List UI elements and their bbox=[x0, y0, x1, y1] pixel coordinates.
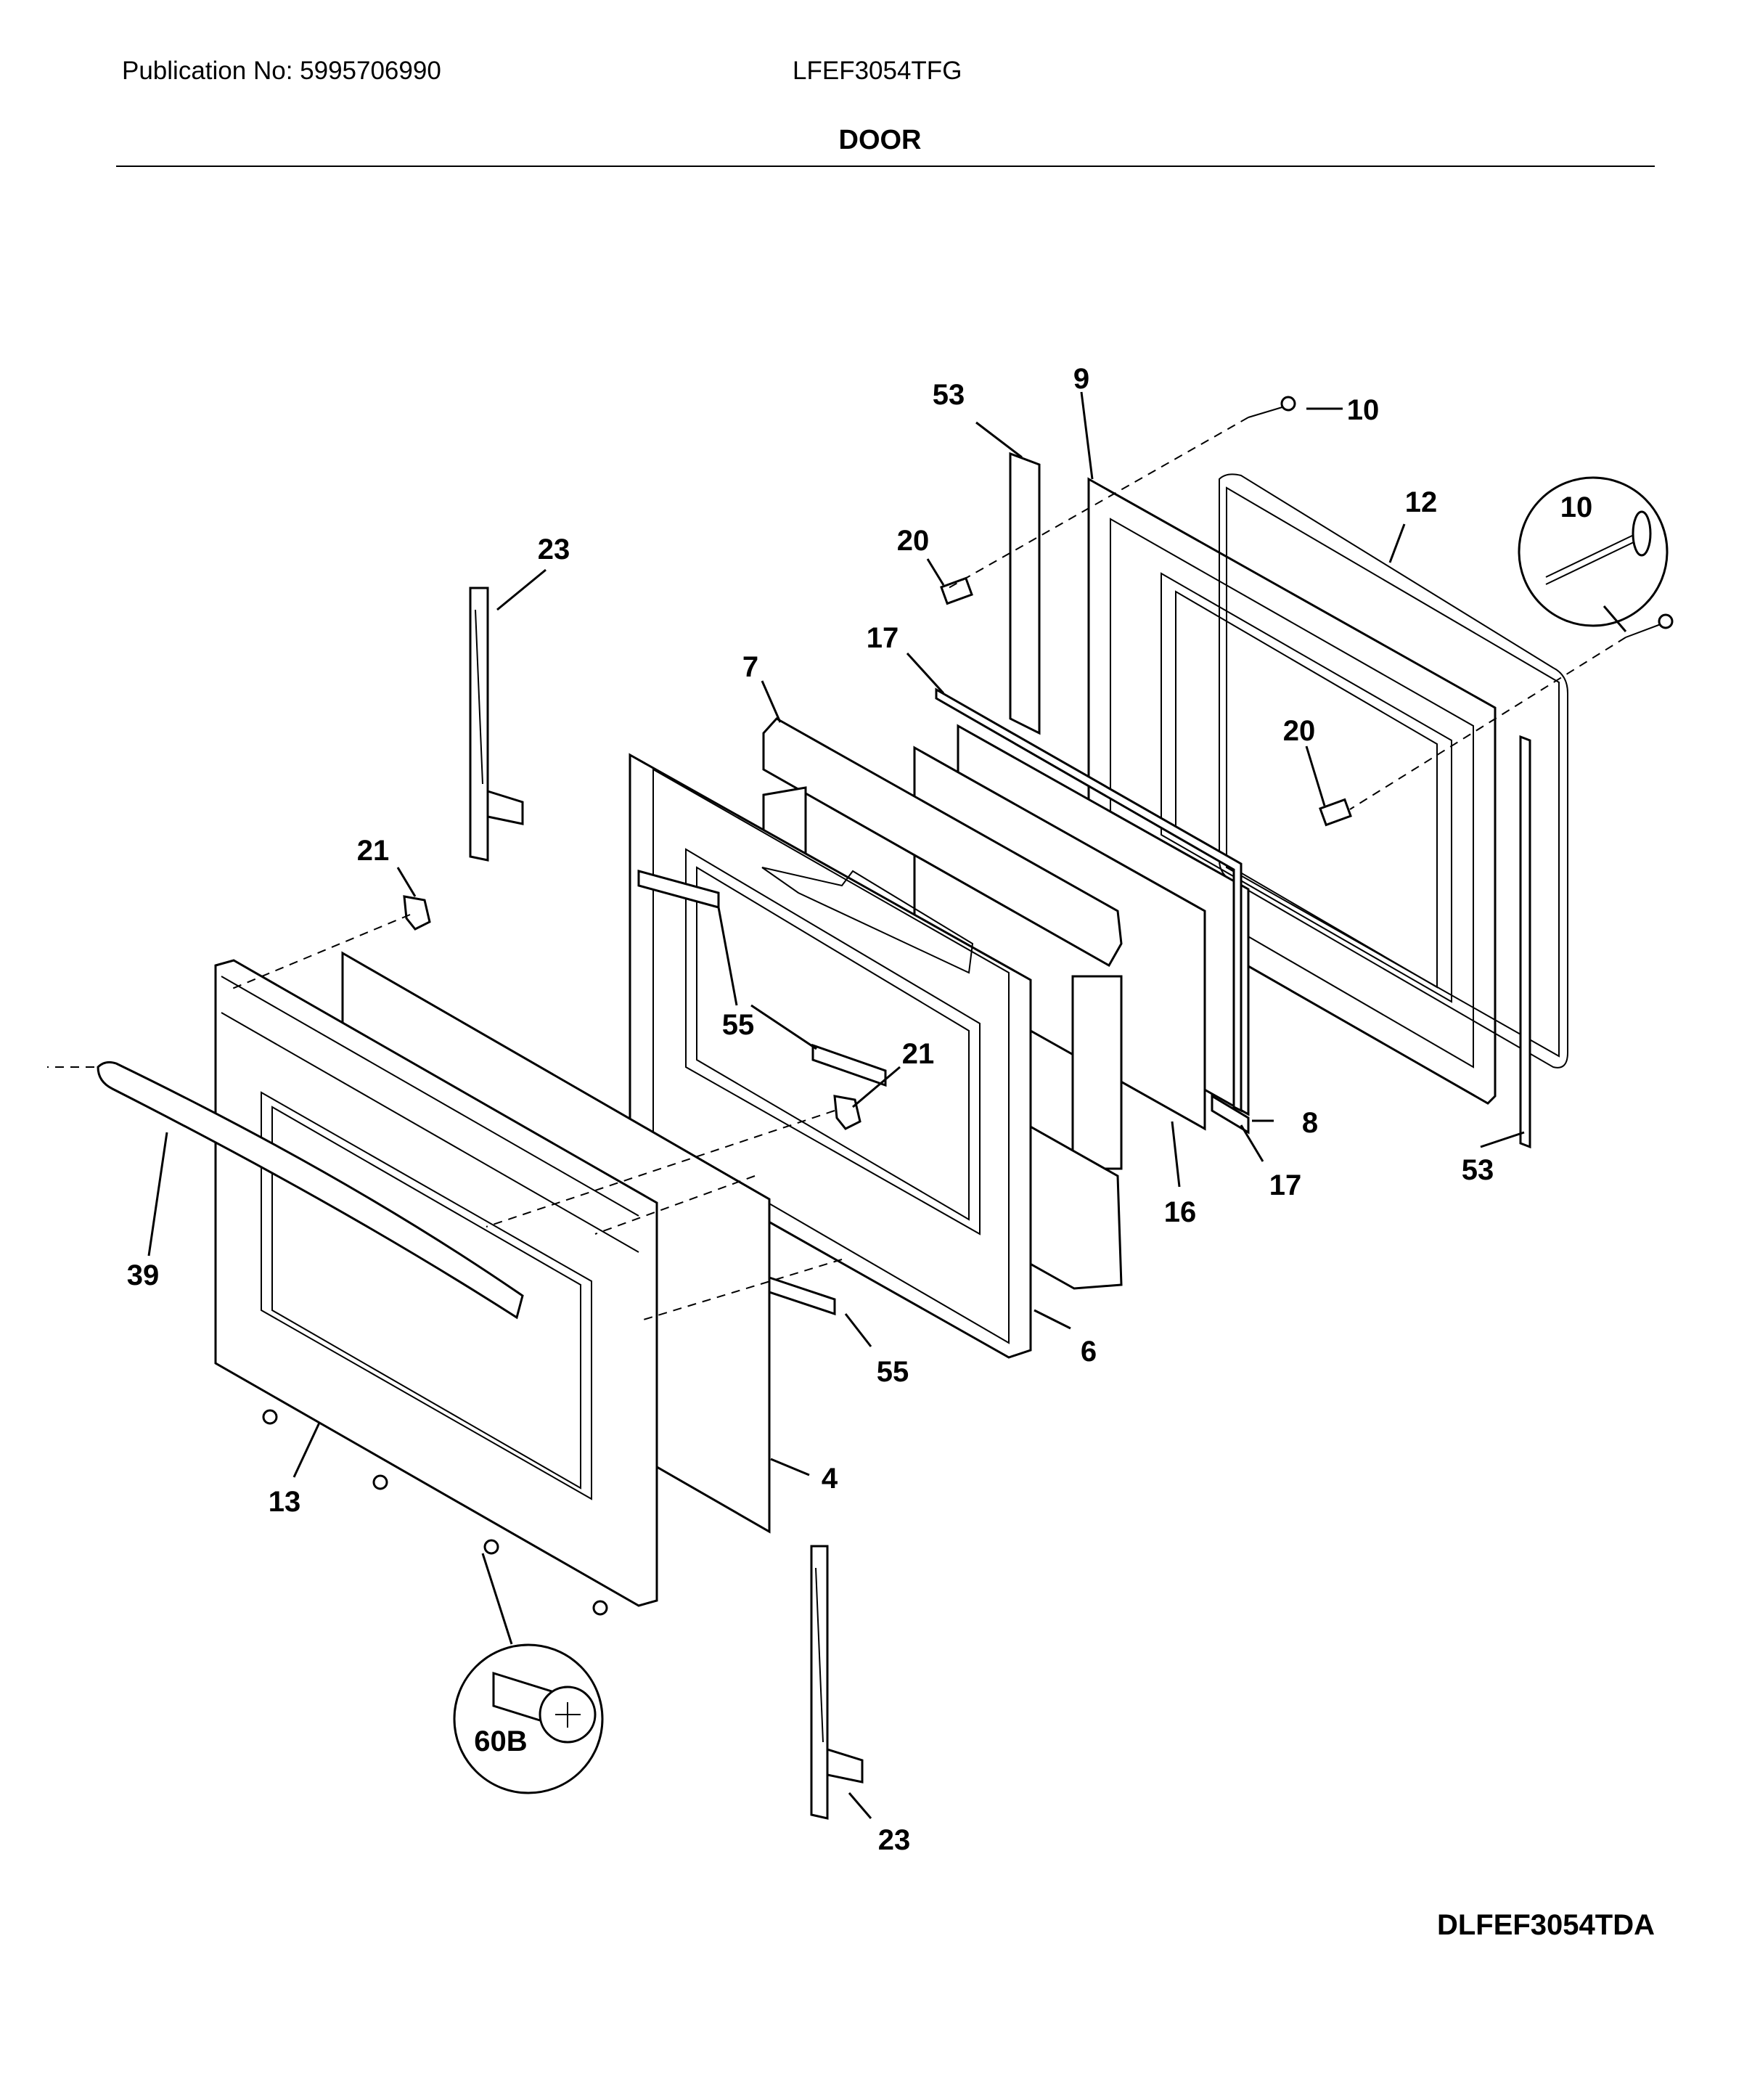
callout-16: 16 bbox=[1164, 1196, 1197, 1228]
section-title: DOOR bbox=[838, 125, 922, 155]
callout-53-upper: 53 bbox=[933, 379, 965, 411]
part-screw-10 bbox=[1248, 396, 1674, 638]
callout-60b: 60B bbox=[474, 1725, 527, 1757]
part-hinge-upper bbox=[469, 587, 524, 862]
detail-circle-screw-10 bbox=[1518, 476, 1669, 627]
callout-39: 39 bbox=[127, 1259, 160, 1291]
callout-17-lower: 17 bbox=[1269, 1169, 1302, 1201]
callout-53-lower: 53 bbox=[1462, 1154, 1494, 1186]
callout-21-upper: 21 bbox=[357, 835, 390, 867]
part-clip-20-lower bbox=[1319, 798, 1352, 827]
part-hinge-lower bbox=[810, 1545, 864, 1820]
callout-4: 4 bbox=[822, 1463, 838, 1495]
publication-number: Publication No: 5995706990 bbox=[122, 57, 441, 85]
detail-circle-screw-60b bbox=[453, 1643, 604, 1794]
model-number: LFEF3054TFG bbox=[793, 57, 962, 85]
callout-20-lower: 20 bbox=[1283, 715, 1316, 747]
header-rule bbox=[116, 166, 1655, 167]
callout-21-lower: 21 bbox=[902, 1038, 935, 1070]
part-bracket-55-lower bbox=[768, 1275, 836, 1316]
callout-23-upper: 23 bbox=[538, 534, 570, 565]
callout-23-lower: 23 bbox=[878, 1824, 911, 1856]
part-door-handle bbox=[97, 1061, 524, 1320]
callout-7: 7 bbox=[742, 651, 758, 683]
callout-10-detail: 10 bbox=[1560, 491, 1593, 523]
part-glass-channels bbox=[935, 687, 1250, 1135]
part-outer-door bbox=[214, 959, 658, 1607]
leader-lines bbox=[147, 391, 1627, 1819]
part-side-trims bbox=[1009, 452, 1531, 1149]
callout-6: 6 bbox=[1081, 1336, 1097, 1368]
part-stop-21-upper bbox=[403, 895, 431, 931]
callout-20-upper: 20 bbox=[897, 525, 930, 557]
callout-12: 12 bbox=[1405, 486, 1438, 518]
callout-13: 13 bbox=[269, 1486, 301, 1518]
callout-55-lower: 55 bbox=[877, 1356, 909, 1388]
part-clip-20-upper bbox=[940, 576, 973, 605]
part-screws-13 bbox=[262, 1409, 608, 1616]
alignment-lines bbox=[47, 417, 1626, 1322]
callout-8: 8 bbox=[1302, 1107, 1318, 1139]
callout-9: 9 bbox=[1073, 363, 1089, 395]
part-stop-21-lower bbox=[833, 1095, 861, 1130]
callout-labels: 53 9 10 12 10 20 23 7 17 20 21 55 21 8 5… bbox=[127, 363, 1593, 1856]
callout-55-upper: 55 bbox=[722, 1009, 755, 1041]
callout-17-upper: 17 bbox=[867, 622, 899, 654]
diagram-code: DLFEF3054TDA bbox=[1436, 1909, 1655, 1941]
callout-10-screw: 10 bbox=[1347, 394, 1380, 426]
